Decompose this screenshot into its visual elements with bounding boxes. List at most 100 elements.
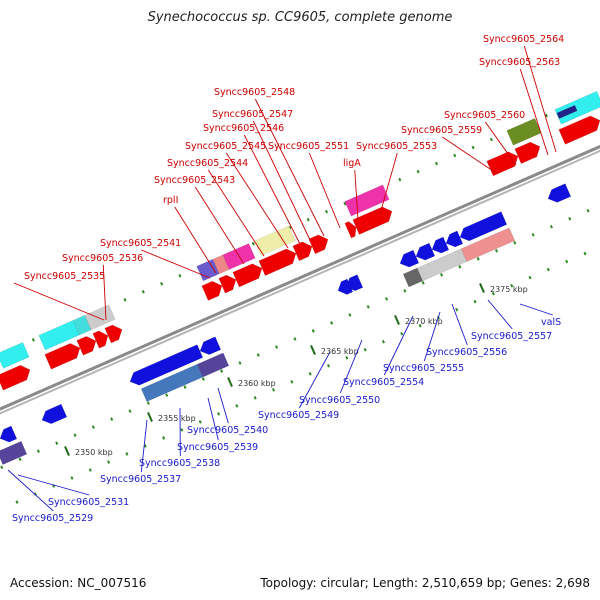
bottom-leader-line <box>217 387 229 424</box>
gene-reverse <box>41 403 68 425</box>
scale-tick <box>394 315 400 325</box>
top-gene-label: Syncc9605_2541 <box>100 238 181 249</box>
bottom-gene-label: Syncc9605_2556 <box>426 347 507 358</box>
top-gene-label: Syncc9605_2548 <box>214 87 295 98</box>
gene-reverse <box>459 211 508 242</box>
bottom-gene-label: Syncc9605_2557 <box>471 331 552 342</box>
top-leader-line <box>254 98 325 237</box>
page-title: Synechococcus sp. CC9605, complete genom… <box>147 10 453 25</box>
gene-box-cyan <box>0 342 30 369</box>
top-leader-line <box>442 136 497 174</box>
top-leader-line <box>308 152 341 229</box>
genome-axis-lower <box>0 149 600 415</box>
bottom-leader-line <box>423 311 441 362</box>
bottom-leader-line <box>487 299 513 330</box>
scale-label: 2355 kbp <box>158 414 196 423</box>
bottom-gene-label: Syncc9605_2529 <box>12 513 93 524</box>
gene-forward <box>232 263 263 288</box>
top-gene-label: Syncc9605_2564 <box>483 34 564 45</box>
gene-forward <box>308 234 329 255</box>
accession-text: Accession: NC_007516 <box>10 576 147 590</box>
bottom-leader-line <box>451 303 468 346</box>
bottom-leader-line <box>519 303 553 316</box>
top-leader-line <box>102 264 107 321</box>
scale-tick <box>227 377 233 387</box>
bottom-gene-label: Syncc9605_2555 <box>383 363 464 374</box>
gene-box-indigo <box>0 440 28 465</box>
scale-tick <box>310 345 316 355</box>
gene-reverse <box>345 274 364 292</box>
gene-reverse <box>445 230 464 248</box>
scale-label: 2370 kbp <box>405 317 443 326</box>
gene-reverse <box>337 278 354 295</box>
top-gene-label: Syncc9605_2546 <box>203 123 284 134</box>
gene-box-yellow <box>254 225 296 256</box>
bottom-leader-line <box>339 339 363 394</box>
bottom-gene-label: valS <box>541 317 561 328</box>
top-leader-line <box>519 68 549 156</box>
gene-forward <box>104 324 123 344</box>
top-leader-line <box>141 249 211 279</box>
top-leader-line <box>225 152 289 249</box>
gene-forward <box>76 336 97 356</box>
bottom-gene-label: Syncc9605_2537 <box>100 474 181 485</box>
gene-reverse <box>0 425 18 443</box>
top-leader-line <box>379 152 398 215</box>
gene-box-cyan <box>554 90 600 125</box>
gene-forward <box>352 206 393 235</box>
top-leader-line <box>174 206 217 274</box>
top-leader-line <box>354 169 359 221</box>
top-gene-label: rplI <box>163 195 178 206</box>
top-gene-label: Syncc9605_2547 <box>212 109 293 120</box>
top-gene-label: Syncc9605_2545 <box>185 141 266 152</box>
bottom-leader-line <box>17 474 90 496</box>
top-leader-line <box>243 134 301 245</box>
bottom-gene-label: Syncc9605_2550 <box>299 395 380 406</box>
bottom-gene-label: Syncc9605_2531 <box>48 497 129 508</box>
gene-forward <box>344 221 357 239</box>
bottom-gene-label: Syncc9605_2540 <box>187 425 268 436</box>
gene-forward <box>44 343 81 370</box>
top-leader-line <box>194 186 245 265</box>
gene-reverse <box>399 249 420 268</box>
top-gene-label: Syncc9605_2553 <box>356 141 437 152</box>
bottom-gene-label: Syncc9605_2549 <box>258 410 339 421</box>
gene-reverse <box>415 242 436 261</box>
genome-summary-text: Topology: circular; Length: 2,510,659 bp… <box>260 576 590 590</box>
gene-forward <box>558 115 600 145</box>
scale-label: 2365 kbp <box>321 347 359 356</box>
gene-forward <box>514 141 541 164</box>
bottom-leader-line <box>7 469 54 512</box>
gene-box-magenta <box>344 184 390 217</box>
bottom-leader-line <box>298 351 331 409</box>
bottom-leader-line <box>140 419 148 473</box>
gene-box-indigo <box>196 352 230 378</box>
gene-forward <box>218 274 237 294</box>
top-gene-label: Syncc9605_2536 <box>62 253 143 264</box>
scale-label: 2375 kbp <box>490 285 528 294</box>
gene-forward <box>0 364 31 391</box>
scale-label: 2350 kbp <box>75 448 113 457</box>
gene-reverse <box>199 336 222 355</box>
gene-box-olive <box>506 118 542 146</box>
gene-reverse <box>129 344 204 386</box>
gene-reverse <box>431 236 450 254</box>
top-gene-label: Syncc9605_2559 <box>401 125 482 136</box>
scale-tick <box>64 446 70 456</box>
bottom-gene-label: Syncc9605_2554 <box>343 377 424 388</box>
gene-forward <box>258 248 297 276</box>
top-leader-line <box>207 169 265 257</box>
top-gene-label: Syncc9605_2544 <box>167 158 248 169</box>
top-gene-label: Syncc9605_2560 <box>444 110 525 121</box>
bottom-leader-line <box>207 397 219 441</box>
top-gene-label: ligA <box>343 158 361 169</box>
gene-box-navy <box>556 104 578 119</box>
top-leader-line <box>252 120 311 241</box>
top-gene-label: Syncc9605_2543 <box>154 175 235 186</box>
top-gene-label: Syncc9605_2535 <box>24 271 105 282</box>
genome-axis-upper <box>0 144 600 411</box>
scale-tick <box>479 283 485 293</box>
top-leader-line <box>523 45 557 153</box>
gene-forward <box>201 280 223 301</box>
